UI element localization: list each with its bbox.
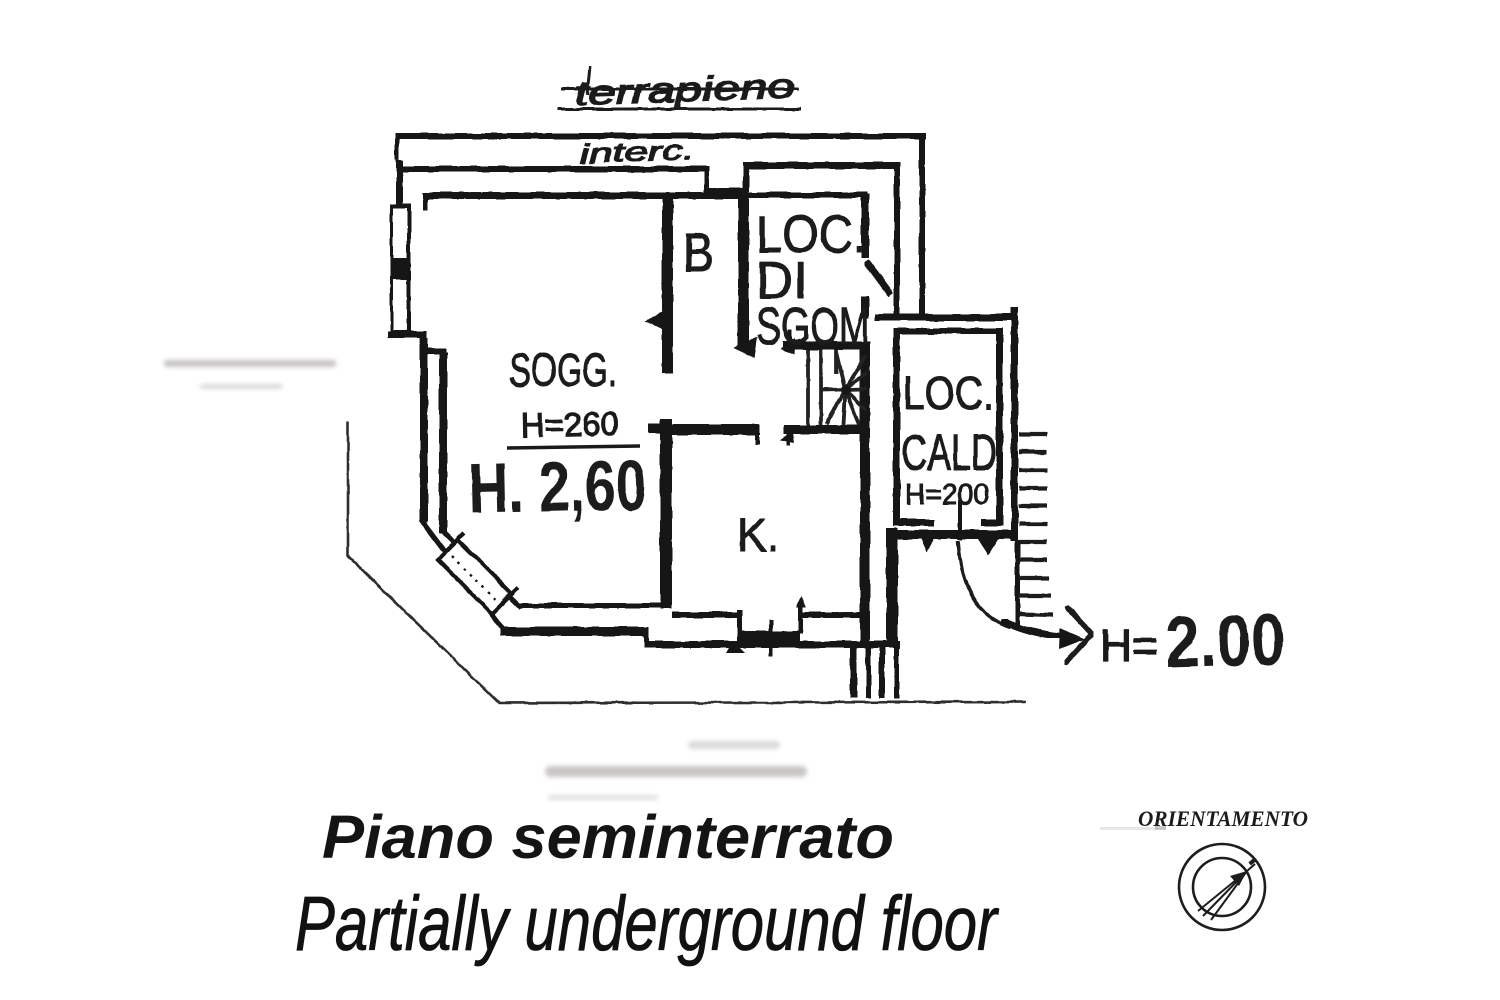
svg-text:LOC.: LOC. [903,367,994,419]
svg-text:H=: H= [1100,620,1158,671]
svg-text:H=260: H=260 [520,405,619,445]
svg-text:K.: K. [737,508,779,561]
svg-text:B: B [683,221,714,283]
svg-text:CALD: CALD [901,424,997,481]
svg-text:H=200: H=200 [905,479,989,511]
svg-text:SGOM: SGOM [756,298,870,356]
svg-text:2.00: 2.00 [1164,600,1286,683]
svg-text:terrapieno: terrapieno [574,67,795,113]
svg-text:LOC.: LOC. [756,206,866,264]
svg-text:DI: DI [756,252,808,310]
svg-text:Piano seminterrato: Piano seminterrato [322,803,894,871]
svg-text:H. 2,60: H. 2,60 [468,446,648,529]
svg-text:SOGG.: SOGG. [509,343,617,396]
svg-text:Partially underground floor: Partially underground floor [295,881,1000,967]
svg-text:ORIENTAMENTO: ORIENTAMENTO [1138,806,1308,831]
svg-text:interc.: interc. [579,135,695,169]
